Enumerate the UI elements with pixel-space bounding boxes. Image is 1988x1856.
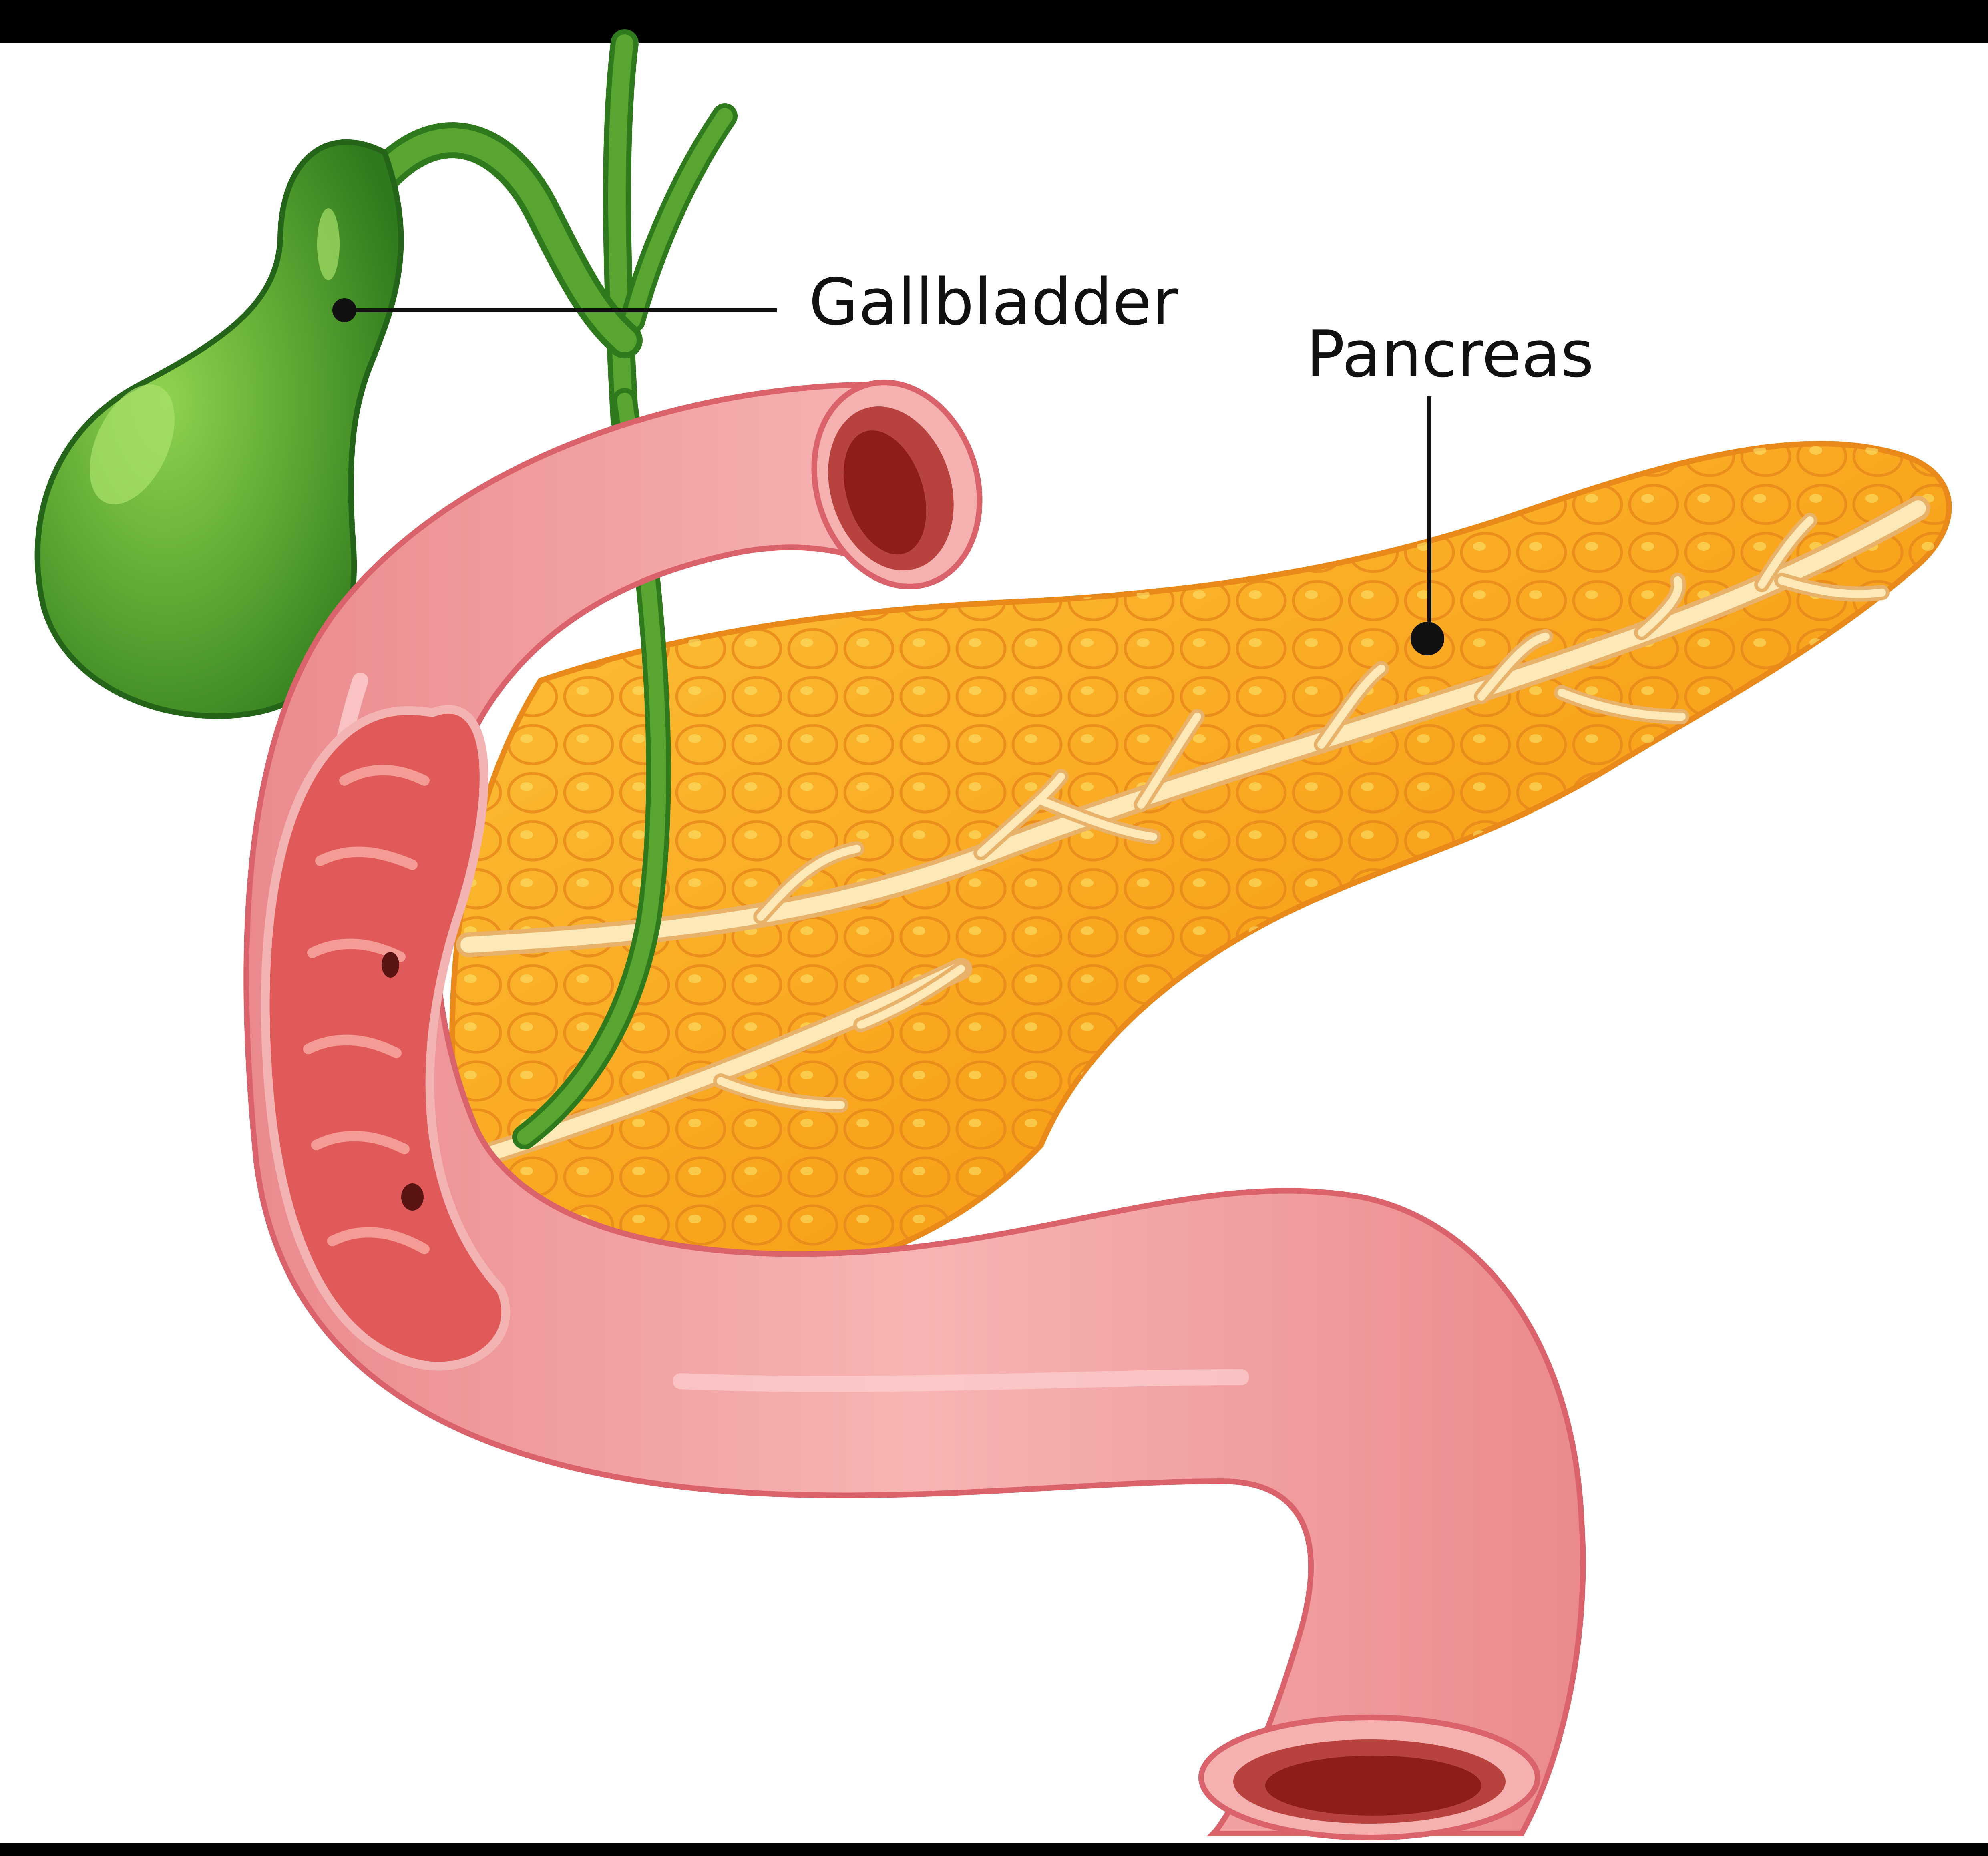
bottom-frame-band [0, 1843, 1988, 1856]
duodenal-papillae [382, 952, 424, 1211]
duodenum-inner-wall [261, 705, 511, 1371]
hepatic-ducts [603, 29, 738, 434]
gallbladder-label: Gallbladder [809, 265, 1178, 339]
pancreas-marker-dot [1411, 622, 1444, 655]
gallbladder-marker-dot [332, 298, 356, 322]
gallbladder-highlight [90, 384, 175, 504]
gallbladder [34, 139, 404, 719]
top-frame-band [0, 0, 1988, 43]
pancreatic-duct [456, 496, 1930, 1164]
pancreas-label: Pancreas [1306, 317, 1594, 392]
